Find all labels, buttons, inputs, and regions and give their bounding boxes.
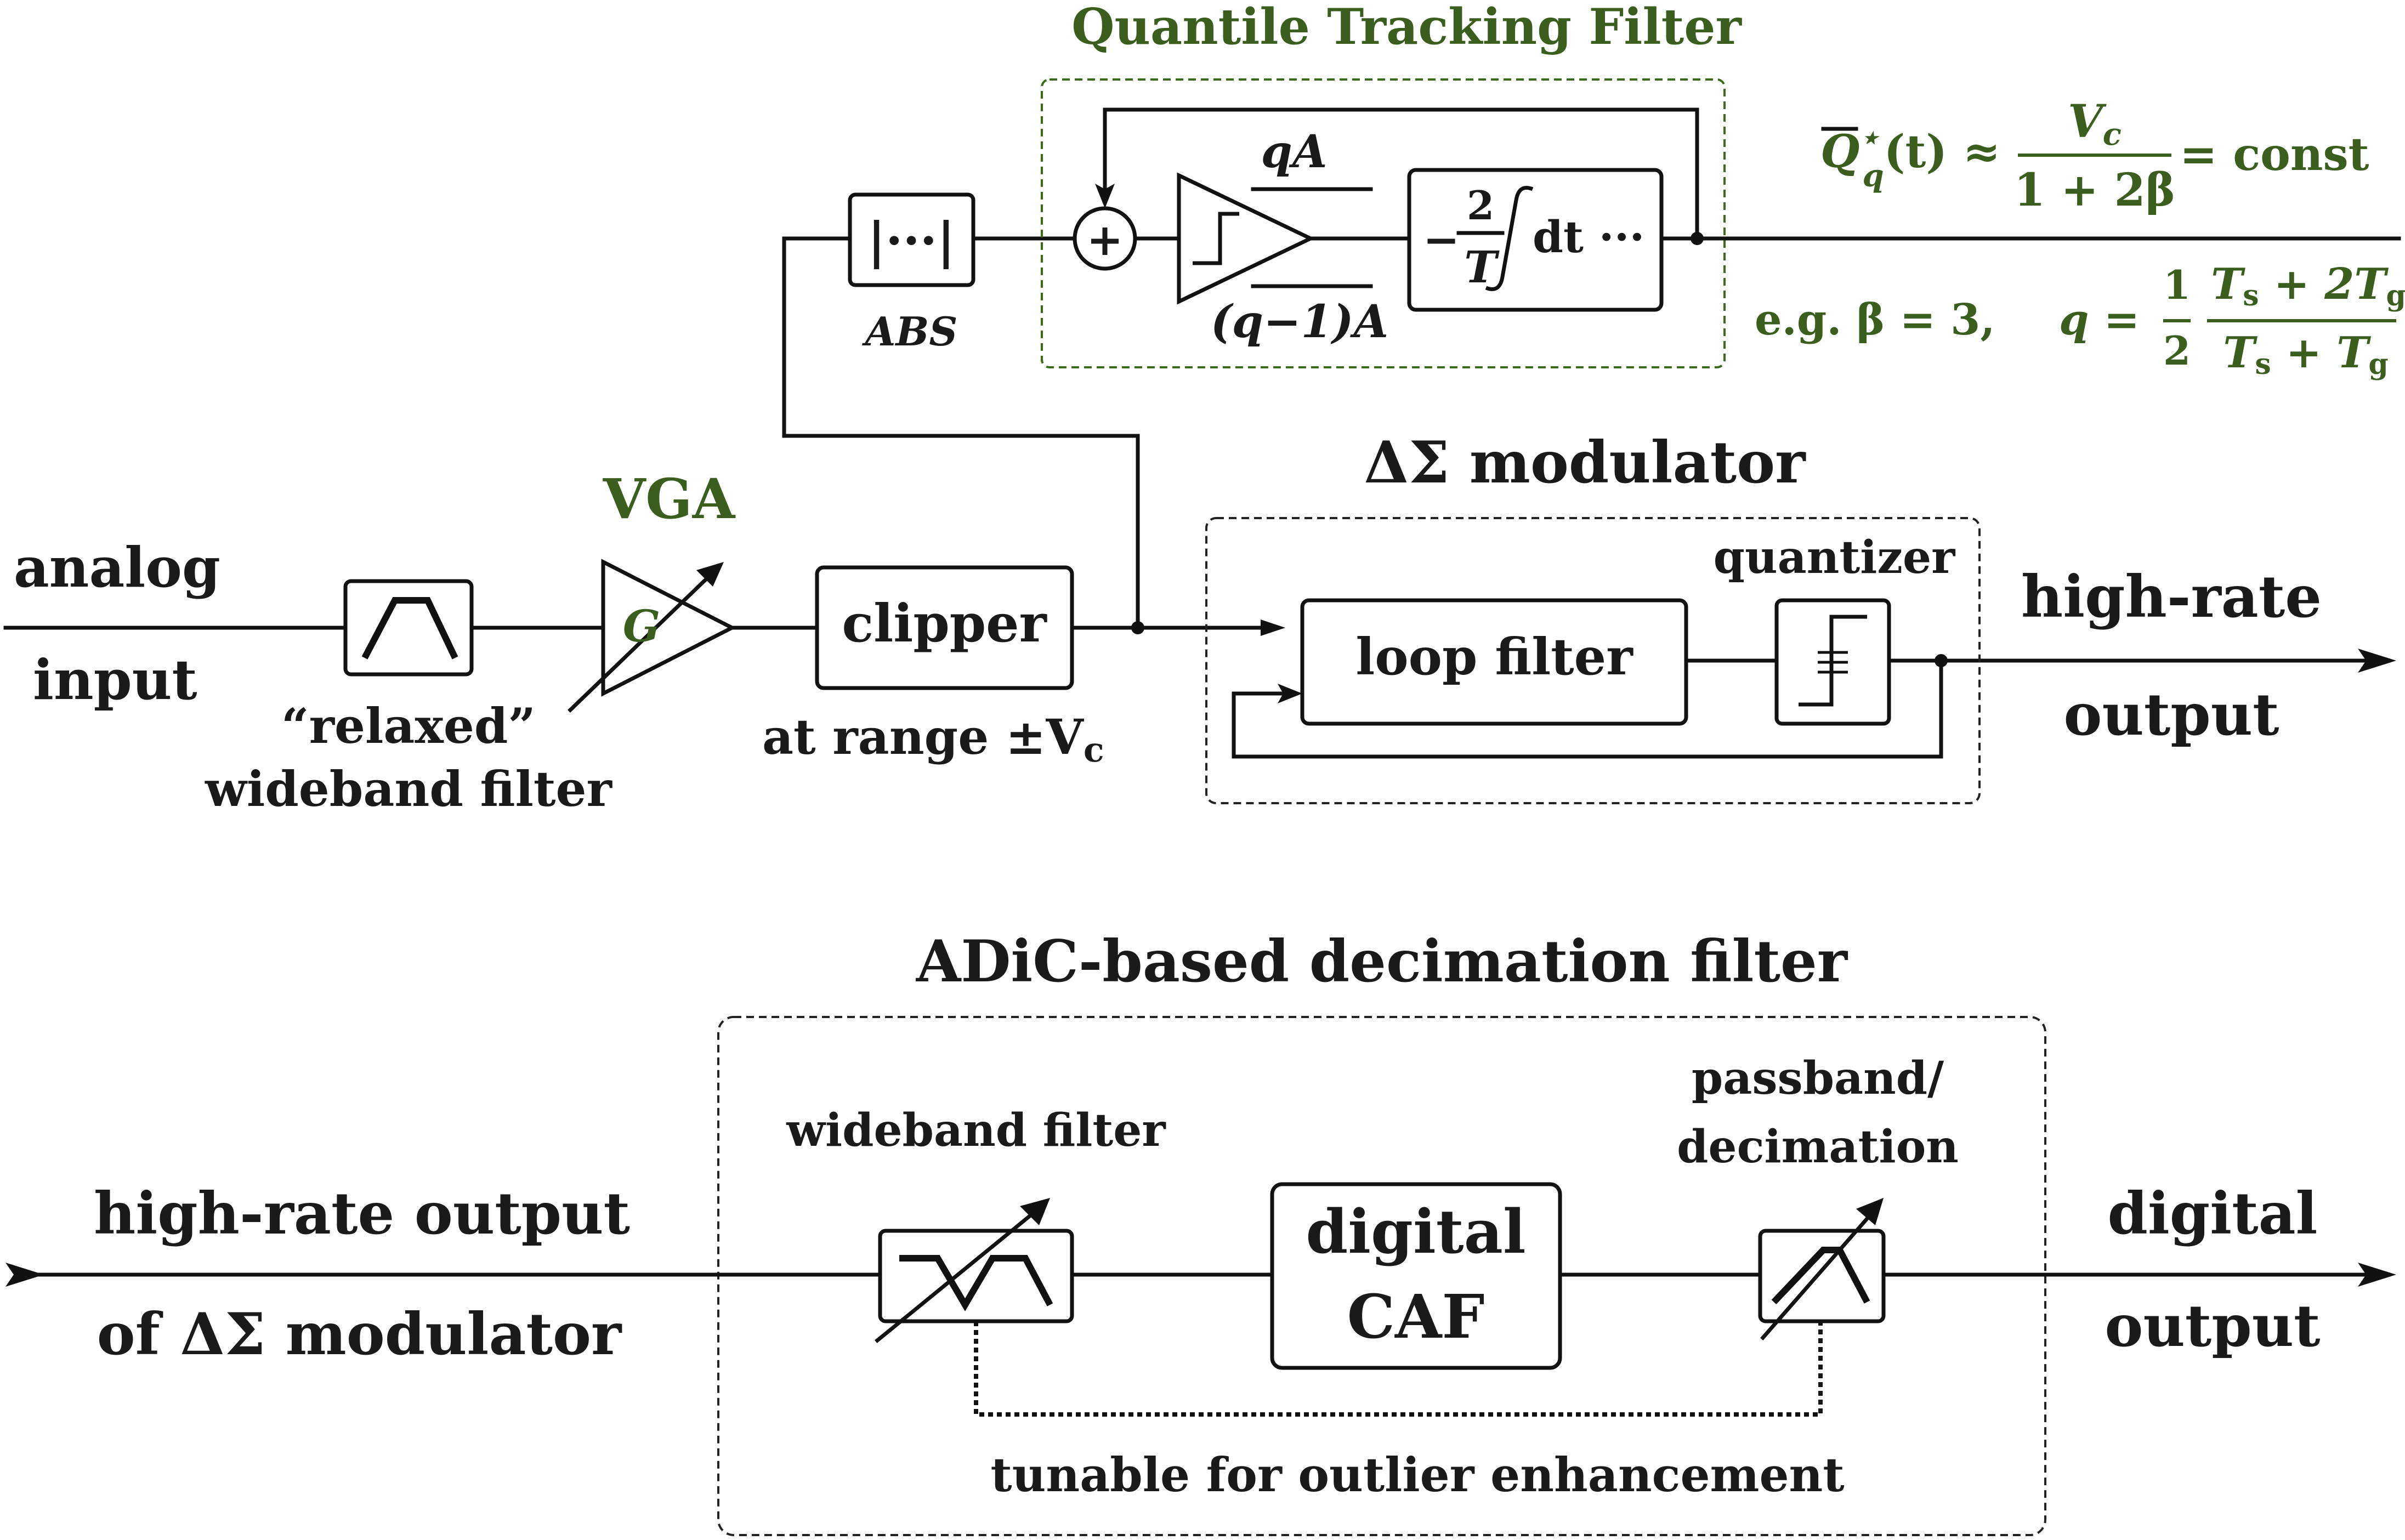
example-half-den: 2 [2163,327,2191,374]
integrator-prefix: − [1423,214,1460,265]
passband-label-2: decimation [1677,1121,1959,1173]
abs-symbol: |···| [867,212,955,270]
qtf-title: Quantile Tracking Filter [1071,0,1742,56]
loop-filter-label: loop filter [1355,627,1633,686]
bottom-input-label-1: high-rate output [94,1179,630,1247]
digital-output-arrow [2358,1263,2396,1287]
analog-input-label-2: input [33,647,197,712]
quantizer-staircase-icon [1799,615,1867,707]
loop-filter-input-arrow [1261,620,1285,636]
tunable-label: tunable for outlier enhancement [990,1448,1844,1503]
vga-gain-arrow [696,562,724,587]
formula-den: 1 + 2β [2014,164,2175,217]
high-rate-output-arrow [2358,649,2396,673]
bandpass-filter-icon [361,597,458,660]
formula-lhs: Q⋆q(t) ≈ [1820,120,2000,194]
bottom-input-label-2: of ΔΣ modulator [97,1300,622,1368]
abs-block: |···| [848,192,975,287]
passband-decimation-filter [1758,1198,1886,1340]
high-rate-output-label-2: output [2063,680,2279,748]
qtf-internals: + qA (q−1)A − 2 T dt ··· [1073,107,2401,348]
modulator-internals: loop filter quantizer [1232,531,1956,759]
comparator-triangle [1177,172,1315,305]
passband-tune-arrow [1856,1198,1884,1225]
qtf-example: e.g. β = 3, q = 1 2 Ts + 2Tg Ts + Tg [1755,259,2405,381]
integrator-body: dt ··· [1533,211,1644,263]
decimation-title: ADiC-based decimation filter [916,927,1848,995]
tunable-bandstop-icon [899,1255,1053,1311]
tuning-link [974,1321,1823,1417]
tunable-wideband-arrow [1020,1198,1050,1225]
example-prefix: e.g. β = 3, [1755,295,1995,345]
caf-label-1: digital [1306,1196,1525,1267]
analog-input-label-1: analog [14,535,220,600]
bottom-signal-path [5,1263,2396,1287]
loop-filter-block [1300,598,1688,726]
vga-amplifier: G [568,559,736,713]
sum-symbol: + [1086,214,1123,265]
modulator-title: ΔΣ modulator [1364,428,1807,496]
integrator-den: T [1464,241,1500,293]
clipper-label: clipper [842,593,1047,654]
example-q: q = [2059,295,2140,345]
main-signal-path [3,620,2396,673]
relaxed-filter-label-2: wideband filter [205,760,612,817]
bottom-input-arrow-tail [5,1263,44,1287]
integrator-num: 2 [1467,182,1494,229]
abs-label: ABS [862,308,958,355]
integral-sign-icon [1485,186,1534,291]
example-half-num: 1 [2163,262,2191,308]
abs-branch-wire [782,236,1140,630]
passband-label-1: passband/ [1692,1052,1944,1105]
lowpass-filter-icon [1771,1247,1870,1305]
caf-label-2: CAF [1347,1281,1485,1352]
formula-num: Vc [2068,95,2122,152]
vga-gain-label: G [623,600,660,652]
tunable-wideband-filter [875,1198,1074,1343]
formula-rhs: = const [2180,128,2369,181]
example-frac-num: Ts + 2Tg [2211,259,2405,312]
example-frac-den: Ts + Tg [2223,328,2388,381]
modulator-feedback-arrow [1278,684,1302,703]
tunable-wideband-label: wideband filter [786,1104,1166,1157]
relaxed-bandpass-filter [343,579,474,677]
clipper-block: clipper [815,565,1074,690]
digital-output-label-2: output [2105,1292,2320,1360]
relaxed-filter-label-1: “relaxed” [281,697,536,754]
modulator-dashed-box [1205,517,1981,804]
qtf-dashed-box [1041,78,1726,368]
digital-caf-block: digital CAF [1270,1182,1562,1370]
clipper-range-label: at range ±Vc [762,708,1104,770]
quantizer-label: quantizer [1714,531,1956,584]
comparator-upper-label: qA [1261,126,1328,178]
sum-feedback-arrow [1095,184,1115,208]
vga-title: VGA [603,467,736,531]
comparator-lower-label: (q−1)A [1211,296,1388,348]
comparator-step-icon [1193,212,1239,265]
high-rate-output-label-1: high-rate [2021,562,2322,630]
qtf-formula: Q⋆q(t) ≈ Vc 1 + 2β = const [1820,95,2369,217]
digital-output-label-1: digital [2107,1179,2317,1247]
